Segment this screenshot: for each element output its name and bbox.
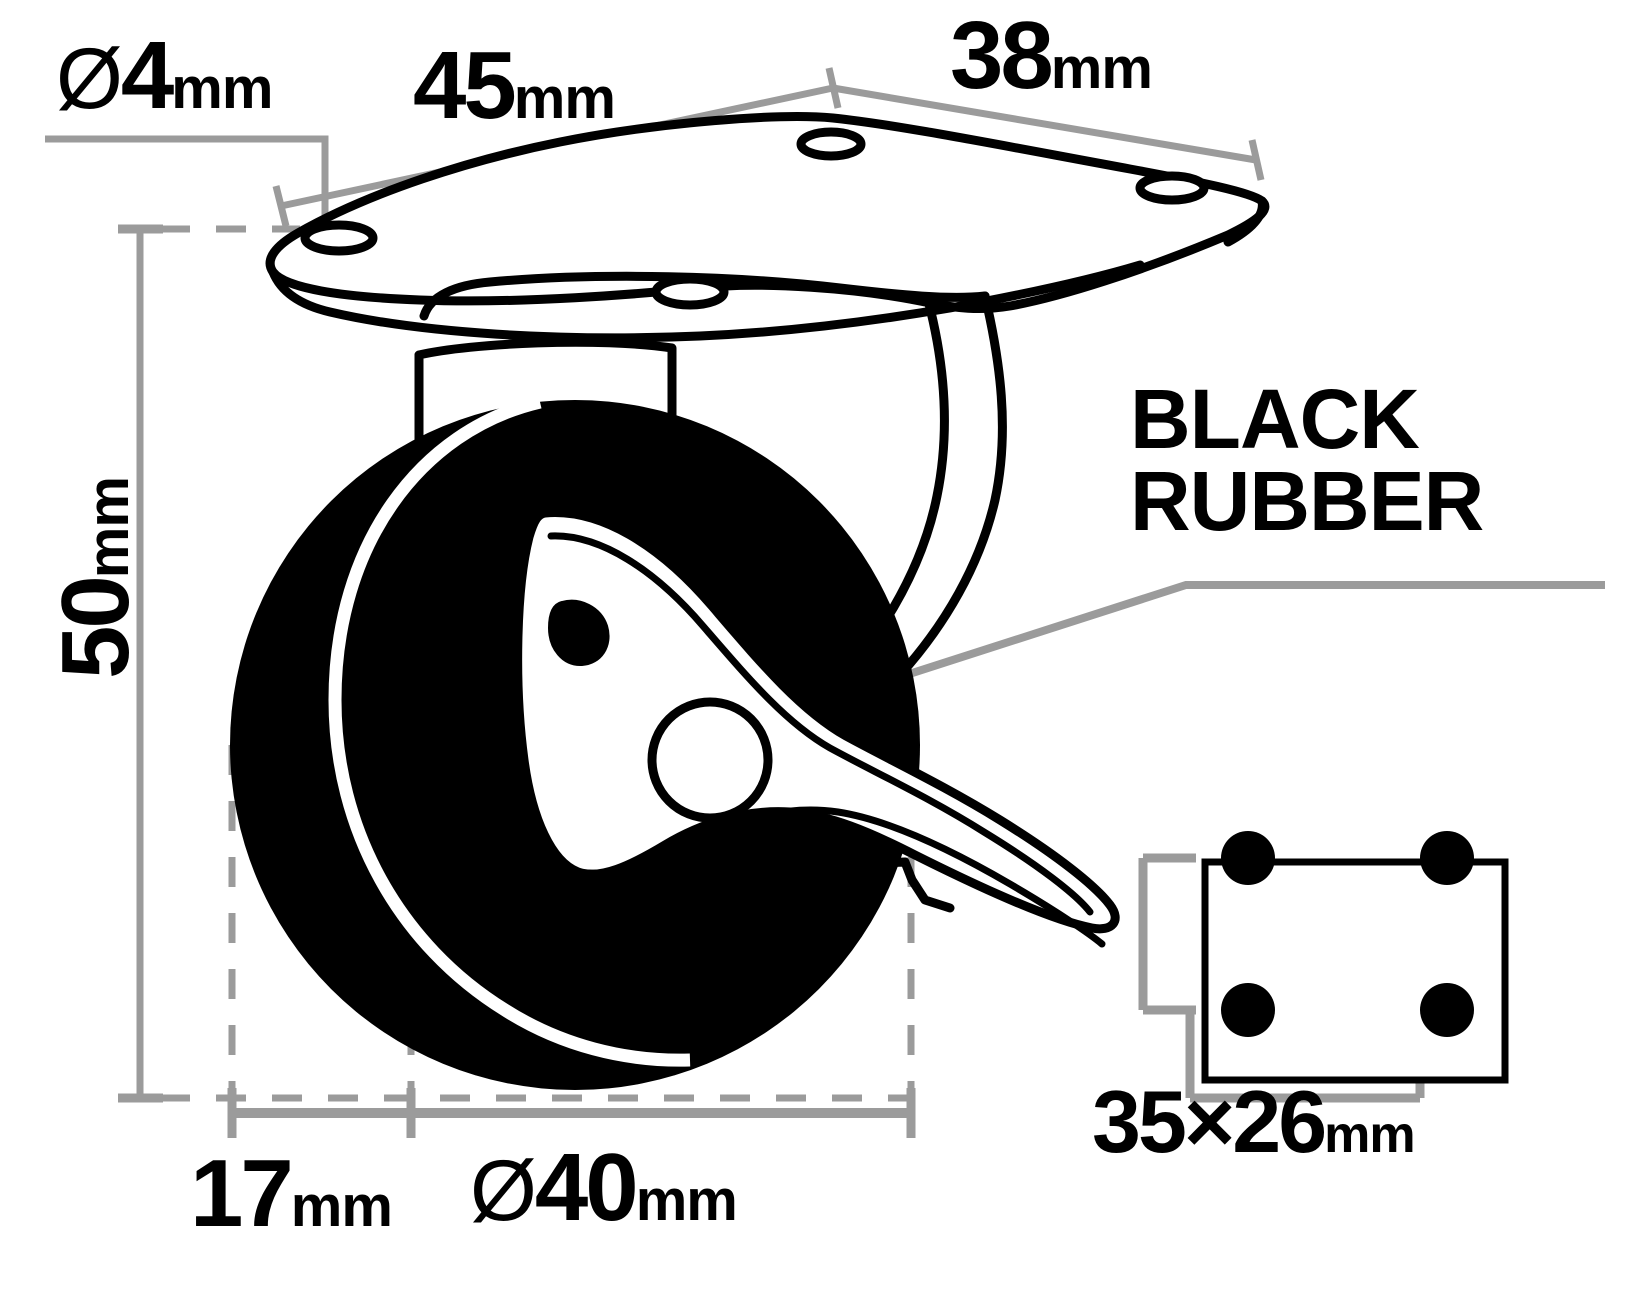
dimension-value-overall-height: 50 — [42, 578, 149, 679]
dim38-tick-right — [1248, 139, 1265, 181]
mounting-holes-group — [300, 127, 1209, 310]
dimension-unit-overall-height: mm — [76, 477, 141, 579]
dimension-label-overall-height: 50mm — [42, 438, 149, 718]
diameter4-leader-line — [45, 135, 329, 239]
bolt-hole-bottom-right — [1420, 983, 1474, 1037]
mounting-plate-top-face — [265, 112, 1270, 314]
dimension-label-wheel-diameter: Ø40mm — [470, 1140, 738, 1239]
brake-pedal-step-notch — [855, 857, 955, 913]
dimension-value-wheel-diameter: 40 — [534, 1134, 639, 1241]
brake-pedal-pivot-hole — [647, 697, 773, 823]
material-callout-black-rubber: BLACK RUBBER — [1130, 372, 1484, 549]
dimension-label-bolt-pattern: 35×26mm — [1092, 1078, 1416, 1166]
brake-pedal-inner-ridge — [547, 532, 1094, 916]
dimension-label-plate-width: 38mm — [950, 8, 1153, 104]
dimension-unit-plate-length: mm — [513, 66, 616, 131]
mounting-plate-thickness-right — [1223, 196, 1267, 247]
bolt-pattern-plate-outline — [1201, 858, 1509, 1084]
dimension-lines-group — [45, 67, 1605, 1138]
dimension-unit-wheel-thickness: mm — [290, 1174, 393, 1239]
dimension-value-wheel-thickness: 17 — [190, 1140, 294, 1247]
brake-pedal-tail-contour — [574, 806, 1106, 948]
dimension-label-bolt-hole-diameter: Ø4mm — [56, 28, 273, 127]
brake-lever-group — [513, 508, 1120, 948]
wheel-tread-highlight-arc — [328, 395, 691, 1067]
wheel-tread-inner-edge — [349, 411, 689, 1048]
dimension-unit-bolt-hole-diameter: mm — [171, 56, 273, 121]
dimension-unit-bolt-pattern: mm — [1324, 1106, 1415, 1164]
top-mounting-plate-group — [265, 112, 1270, 343]
dimension-value-bolt-hole-diameter: 4 — [120, 22, 174, 129]
bolt-hole-top-right — [1420, 831, 1474, 885]
brake-pedal-spring-tab — [548, 599, 610, 667]
dimension-value-bolt-pattern: 35×26 — [1092, 1072, 1327, 1171]
mounting-hole-front — [651, 274, 729, 310]
material-callout-line1: BLACK — [1130, 372, 1420, 466]
dim45-tick-left — [272, 185, 290, 227]
dim38-line — [832, 84, 1257, 164]
dimension-label-plate-length: 45mm — [413, 38, 616, 134]
dimension-value-plate-length: 45 — [413, 32, 517, 139]
diameter-symbol-bolt-hole: Ø — [56, 31, 123, 127]
bolt-pattern-detail-group — [1201, 831, 1509, 1084]
mounting-plate-thickness-edge — [268, 260, 1145, 343]
bolt-pattern-vertical-bracket — [1138, 853, 1190, 1015]
dimension-value-plate-width: 38 — [950, 2, 1054, 109]
mounting-hole-rear — [796, 127, 866, 161]
bolt-hole-bottom-left — [1221, 983, 1275, 1037]
bolt-hole-top-left — [1221, 831, 1275, 885]
dimension-unit-wheel-diameter: mm — [635, 1168, 738, 1233]
diameter-symbol-wheel: Ø — [470, 1143, 537, 1239]
mounting-hole-right — [1135, 171, 1209, 205]
dimension-label-wheel-thickness: 17mm — [190, 1146, 393, 1242]
mounting-hole-left — [300, 220, 378, 256]
black-rubber-leader-line — [873, 581, 1605, 689]
dimension-unit-plate-width: mm — [1050, 36, 1153, 101]
material-callout-line2: RUBBER — [1130, 454, 1484, 549]
